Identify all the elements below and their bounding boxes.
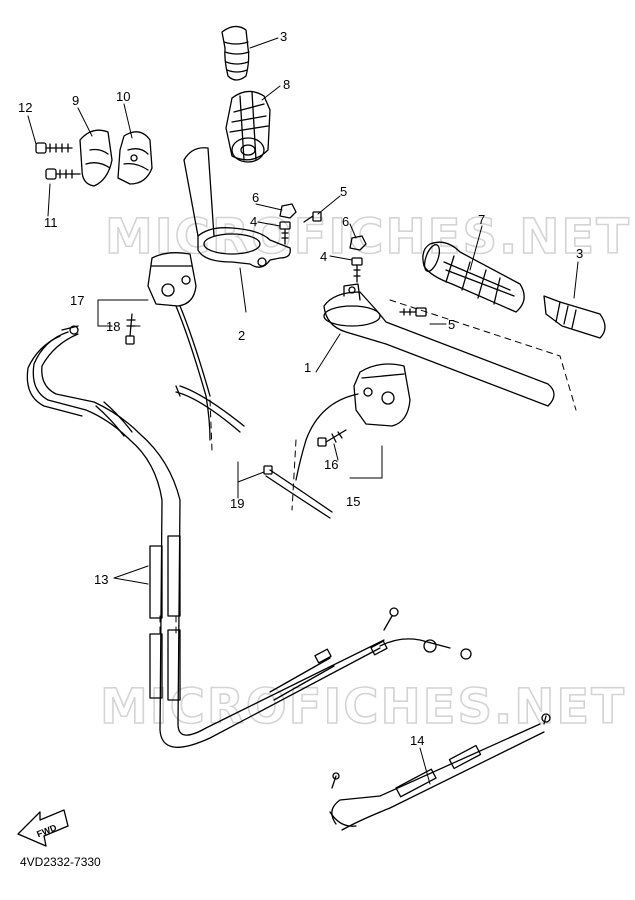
callout-6-lower: 6 bbox=[342, 214, 349, 229]
part-7-handle-grip bbox=[422, 241, 525, 313]
callout-16: 16 bbox=[324, 457, 338, 472]
watermark-top: MICROFICHES.NET bbox=[105, 209, 631, 265]
part-11-screw bbox=[45, 168, 81, 180]
part-18-screw bbox=[125, 313, 136, 345]
part-16-screw bbox=[317, 429, 347, 447]
fwd-arrow-icon bbox=[17, 809, 69, 847]
dashed-phantom-lines bbox=[159, 299, 577, 637]
part-2-left-handlebar bbox=[183, 147, 291, 268]
callout-8: 8 bbox=[283, 77, 290, 92]
callout-3-right: 3 bbox=[576, 246, 583, 261]
callout-11: 11 bbox=[44, 215, 58, 230]
part-8-throttle-tube bbox=[225, 90, 271, 163]
callout-10: 10 bbox=[116, 89, 130, 104]
part-12-screw bbox=[35, 142, 73, 154]
part-10-throttle-housing bbox=[117, 131, 153, 185]
part-5-bolt-upper bbox=[303, 211, 322, 223]
callout-5-upper: 5 bbox=[340, 184, 347, 199]
callout-numbers: 3 8 12 9 10 11 6 5 4 6 7 3 4 17 18 5 2 1… bbox=[18, 29, 583, 748]
callout-13: 13 bbox=[94, 572, 108, 587]
part-13-throttle-cables bbox=[26, 325, 472, 748]
part-1-right-handlebar bbox=[323, 283, 555, 407]
callout-6-upper: 6 bbox=[252, 190, 259, 205]
part-14-choke-cable bbox=[329, 713, 551, 831]
part-17-left-handlebar-switch bbox=[147, 252, 211, 441]
callout-5-lower: 5 bbox=[448, 317, 455, 332]
part-19-cable-band bbox=[175, 385, 333, 519]
part-4-bolt-lower bbox=[351, 257, 363, 283]
callout-14: 14 bbox=[410, 733, 424, 748]
part-6-nut-upper bbox=[279, 203, 297, 219]
callout-7: 7 bbox=[478, 212, 485, 227]
callout-1: 1 bbox=[304, 360, 311, 375]
watermark-bottom: MICROFICHES.NET bbox=[100, 679, 626, 735]
part-3-right-end-weight bbox=[543, 295, 606, 339]
fwd-label: FWD bbox=[35, 822, 58, 839]
diagram-code: 4VD2332-7330 bbox=[20, 855, 101, 869]
callout-15: 15 bbox=[346, 494, 360, 509]
callout-17: 17 bbox=[70, 293, 84, 308]
callout-18: 18 bbox=[106, 319, 120, 334]
callout-12: 12 bbox=[18, 100, 32, 115]
callout-9: 9 bbox=[72, 93, 79, 108]
callout-19: 19 bbox=[230, 496, 244, 511]
part-5-bolt-lower bbox=[399, 307, 427, 317]
callout-2: 2 bbox=[238, 328, 245, 343]
callout-4-lower: 4 bbox=[320, 249, 327, 264]
callout-4-upper: 4 bbox=[250, 214, 257, 229]
callout-3-top: 3 bbox=[280, 29, 287, 44]
part-3-top-end-weight bbox=[221, 25, 250, 81]
part-15-right-handlebar-switch bbox=[295, 363, 411, 481]
part-6-nut-lower bbox=[349, 235, 367, 251]
part-9-throttle-housing bbox=[79, 129, 113, 187]
callout-leaders bbox=[27, 37, 579, 785]
